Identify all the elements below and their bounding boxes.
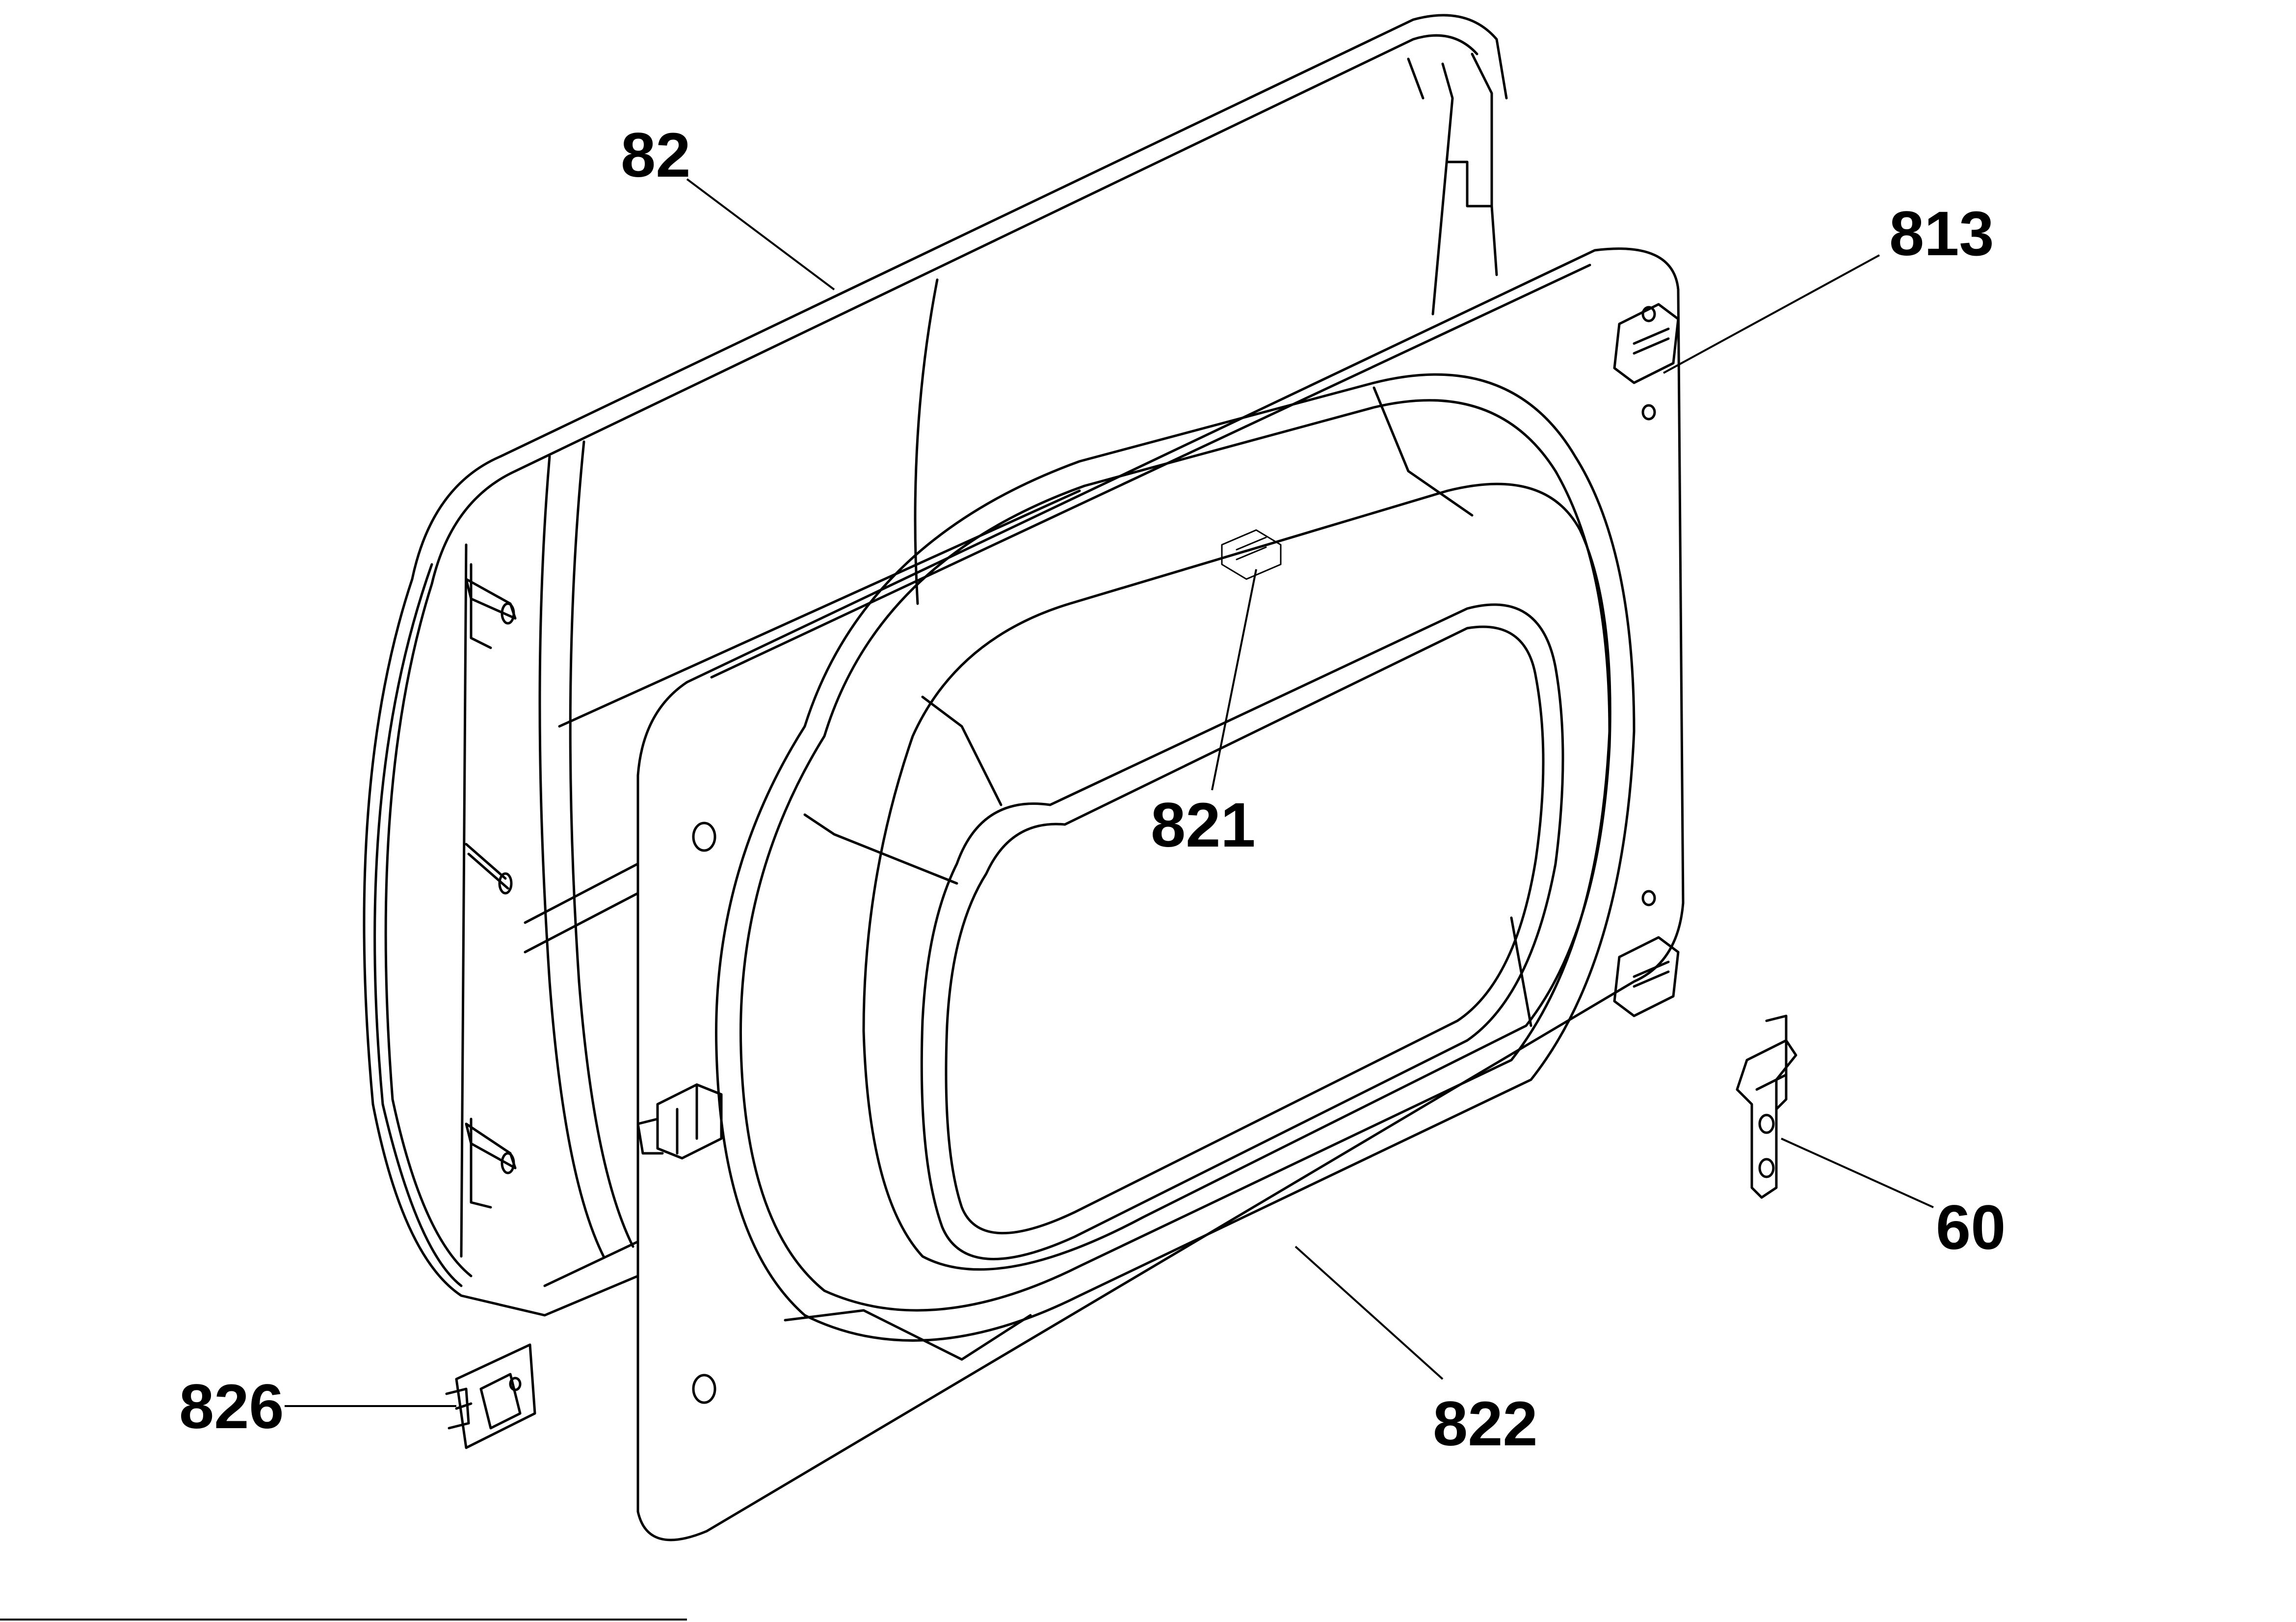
callout-813: 813 bbox=[1889, 199, 1994, 269]
callout-826: 826 bbox=[179, 1372, 284, 1442]
callout-60: 60 bbox=[1936, 1193, 2006, 1263]
leader-60 bbox=[1781, 1139, 1933, 1207]
leader-822 bbox=[1295, 1247, 1443, 1379]
latch-hook-part-60 bbox=[1737, 1016, 1796, 1197]
callout-822: 822 bbox=[1433, 1389, 1538, 1459]
leader-813 bbox=[1663, 255, 1879, 373]
leader-lines bbox=[285, 179, 1933, 1406]
hinge-bracket-part-813 bbox=[1614, 304, 1678, 1016]
leader-821 bbox=[1212, 569, 1256, 790]
callout-821: 821 bbox=[1151, 790, 1256, 860]
inner-door-panel-part-822 bbox=[638, 249, 1683, 1540]
callout-82: 82 bbox=[621, 120, 690, 190]
lock-switch-part-826 bbox=[447, 1345, 535, 1448]
leader-82 bbox=[687, 179, 834, 290]
